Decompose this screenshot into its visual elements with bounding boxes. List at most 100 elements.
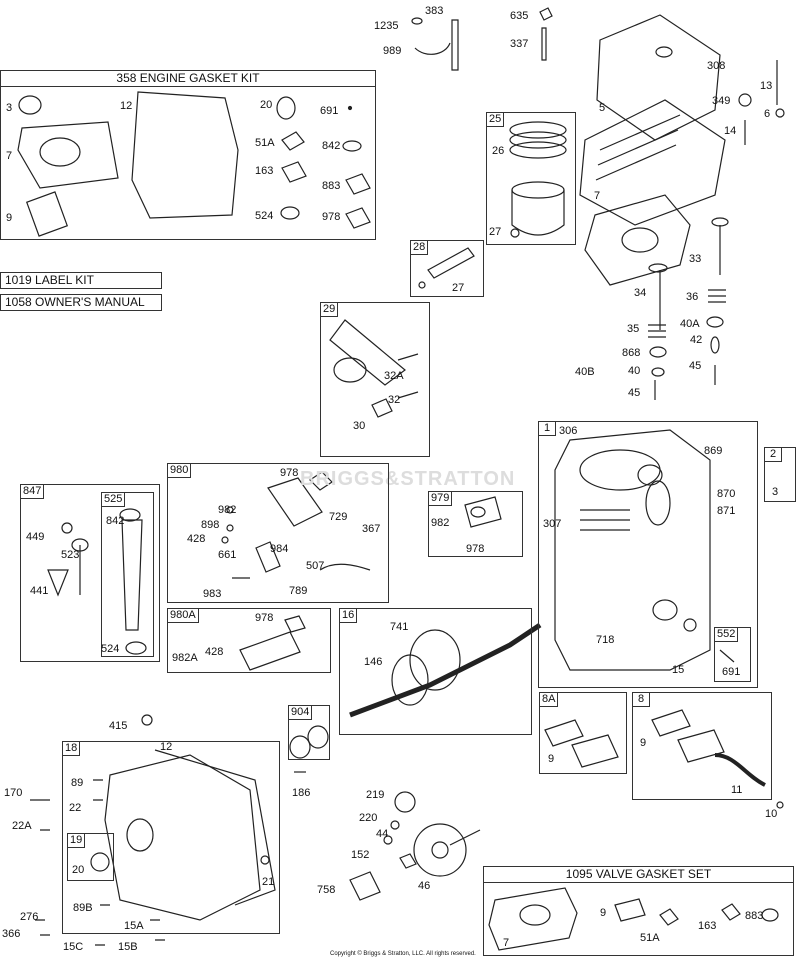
part-label: 989 [383, 45, 402, 57]
part-label: 523 [61, 549, 80, 561]
owners-manual-box: 1058 OWNER'S MANUAL [0, 294, 162, 311]
part-label: 367 [362, 523, 381, 535]
box-16: 16 [339, 608, 532, 735]
box-980: 980 [167, 463, 389, 603]
box-980a: 980A [167, 608, 331, 673]
box-tag: 979 [429, 492, 453, 506]
part-label: 978 [255, 612, 274, 624]
part-label: 46 [418, 880, 431, 892]
part-label: 691 [320, 105, 339, 117]
part-label: 27 [452, 282, 465, 294]
part-label: 42 [690, 334, 703, 346]
box-tag: 28 [411, 241, 429, 255]
box-tag: 16 [340, 609, 358, 623]
valve-gasket-set-box: 1095 VALVE GASKET SET [483, 866, 794, 956]
part-label: 32A [384, 370, 404, 382]
part-label: 146 [364, 656, 383, 668]
box-19: 19 [67, 833, 114, 881]
part-label: 6 [764, 108, 771, 120]
engine-gasket-kit-box: 358 ENGINE GASKET KIT [0, 70, 376, 240]
part-label: 306 [559, 425, 578, 437]
part-label: 276 [20, 911, 39, 923]
copyright-notice: Copyright © Briggs & Stratton, LLC. All … [330, 951, 476, 957]
part-label: 26 [492, 145, 505, 157]
part-label: 307 [543, 518, 562, 530]
box-tag: 1 [539, 422, 556, 436]
part-label: 34 [634, 287, 647, 299]
part-label: 984 [270, 543, 289, 555]
box-tag: 904 [289, 706, 313, 720]
box-847: 847 [20, 484, 160, 662]
part-label: 3 [6, 102, 13, 114]
part-label: 44 [376, 828, 389, 840]
part-label: 524 [255, 210, 274, 222]
part-label: 661 [218, 549, 237, 561]
part-label: 21 [262, 876, 275, 888]
part-label: 428 [187, 533, 206, 545]
box-904: 904 [288, 705, 330, 760]
part-label: 170 [4, 787, 23, 799]
crankcase-gasket-12 [131, 91, 239, 219]
label-kit-box: 1019 LABEL KIT [0, 272, 162, 289]
head-gasket-7 [17, 121, 119, 189]
part-label: 14 [724, 125, 737, 137]
valve-gasket-set-title: 1095 VALVE GASKET SET [484, 867, 793, 883]
box-tag: 847 [21, 485, 45, 499]
box-tag: 8 [633, 693, 650, 707]
box-525: 525 [101, 492, 154, 657]
part-label: 383 [425, 5, 444, 17]
part-label: 15B [118, 941, 138, 953]
valve-cover-gasket-9 [25, 191, 69, 237]
part-label: 982 [218, 504, 237, 516]
part-label: 978 [280, 467, 299, 479]
part-label: 40 [628, 365, 641, 377]
part-label: 842 [322, 140, 341, 152]
box-29: 29 [320, 302, 430, 457]
part-label: 27 [489, 226, 502, 238]
part-label: 789 [289, 585, 308, 597]
box-28: 28 [410, 240, 484, 297]
part-label: 718 [596, 634, 615, 646]
part-label: 51A [255, 137, 275, 149]
box-25: 25 [486, 112, 576, 245]
part-label: 22A [12, 820, 32, 832]
part-label: 20 [72, 864, 85, 876]
part-label: 871 [717, 505, 736, 517]
box-979: 979 [428, 491, 523, 557]
part-label: 741 [390, 621, 409, 633]
part-label: 220 [359, 812, 378, 824]
part-label: 45 [628, 387, 641, 399]
box-tag: 8A [540, 693, 559, 707]
part-label: 883 [745, 910, 764, 922]
box-tag: 18 [63, 742, 81, 756]
part-label: 1235 [374, 20, 399, 32]
box-tag: 980 [168, 464, 192, 478]
part-label: 89 [71, 777, 84, 789]
part-label: 449 [26, 531, 45, 543]
part-label: 982A [172, 652, 198, 664]
part-label: 7 [594, 190, 601, 202]
part-label: 983 [203, 588, 222, 600]
part-label: 12 [120, 100, 133, 112]
part-label: 978 [322, 211, 341, 223]
part-label: 842 [106, 515, 125, 527]
part-label: 635 [510, 10, 529, 22]
box-552: 552 [714, 627, 751, 682]
part-label: 12 [160, 741, 173, 753]
part-label: 219 [366, 789, 385, 801]
part-label: 758 [317, 884, 336, 896]
ring-gasket-3 [18, 95, 42, 115]
part-label: 869 [704, 445, 723, 457]
part-label: 7 [503, 937, 510, 949]
part-label: 33 [689, 253, 702, 265]
part-label: 5 [599, 102, 606, 114]
part-label: 883 [322, 180, 341, 192]
box-tag: 980A [168, 609, 199, 623]
watermark: BRIGGS&STRATTON [300, 468, 516, 490]
part-label: 45 [689, 360, 702, 372]
part-label: 89B [73, 902, 93, 914]
cylinder-block-1 [554, 429, 711, 671]
box-tag: 25 [487, 113, 505, 127]
box-tag: 2 [765, 448, 782, 462]
